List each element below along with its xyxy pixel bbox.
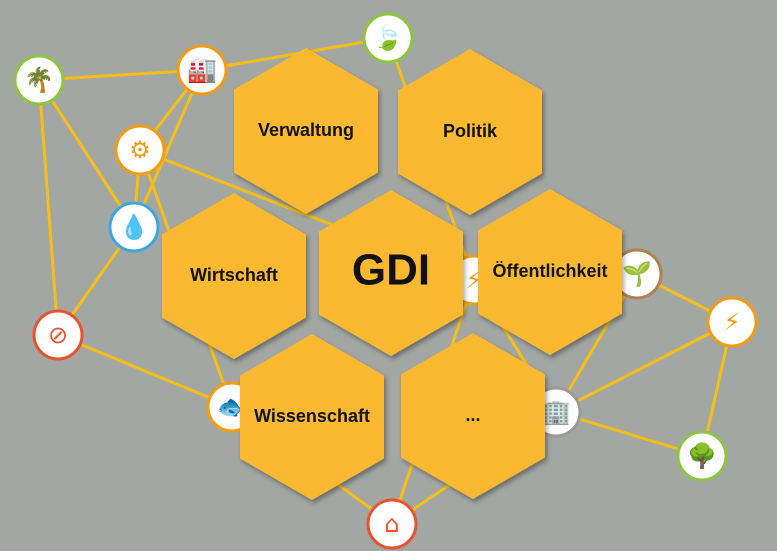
- hexagon-shape: [240, 334, 384, 500]
- hexagon-wissenschaft[interactable]: Wissenschaft: [240, 334, 384, 500]
- forest-icon: 🌴: [13, 54, 65, 106]
- settlement-icon: ⌂: [366, 498, 418, 550]
- connector-line: [554, 273, 639, 413]
- hexagon-label: ...: [465, 405, 480, 425]
- soil-plant-icon: 🌱: [611, 248, 663, 300]
- water-drop-icon-glyph: 💧: [119, 213, 149, 241]
- hexagon-shape: [398, 49, 542, 215]
- tree-field-icon-glyph: 🌳: [687, 441, 717, 470]
- hexagon-wirtschaft[interactable]: Wirtschaft: [162, 193, 306, 359]
- forest-icon-glyph: 🌴: [24, 66, 54, 94]
- water-drop-icon: 💧: [108, 201, 160, 253]
- power-tower-icon-glyph: ⚡: [724, 308, 741, 336]
- hexagon-verwaltung[interactable]: Verwaltung: [234, 48, 378, 214]
- hexagon-shape: [162, 193, 306, 359]
- hexagon-label: Wirtschaft: [190, 265, 278, 285]
- industry-icon: ⚙: [114, 124, 166, 176]
- icon-nodes: 🌴🏭💧⊘🐟🍃⚙⚡⌂🏢🌱⚡🌳: [13, 12, 758, 550]
- connector-line: [38, 68, 203, 82]
- connector-line: [57, 333, 233, 409]
- factory-icon: 🏭: [176, 44, 228, 96]
- leaf-icon-glyph: 🍃: [373, 23, 403, 52]
- industry-icon-glyph: ⚙: [129, 136, 151, 164]
- hexagon-öffentlichkeit[interactable]: Öffentlichkeit: [478, 189, 622, 355]
- connector-line: [555, 320, 733, 414]
- connector-line: [201, 36, 389, 72]
- connector-line: [132, 69, 204, 228]
- hexagon-label: Verwaltung: [258, 120, 354, 140]
- tree-field-icon: 🌳: [676, 430, 728, 482]
- hexagon-more[interactable]: ...: [401, 333, 545, 499]
- buildings-icon-glyph: 🏢: [541, 398, 571, 426]
- factory-icon-glyph: 🏭: [187, 56, 217, 84]
- hexagon-shape: [401, 333, 545, 499]
- protected-area-icon: ⊘: [32, 309, 84, 361]
- connector-line: [37, 79, 136, 228]
- leaf-icon: 🍃: [362, 12, 414, 64]
- connector-line: [37, 79, 60, 336]
- hexagon-shape: [319, 190, 463, 356]
- hexagon-label: Politik: [443, 121, 498, 141]
- power-tower-icon: ⚡: [706, 296, 758, 348]
- hexagon-label: GDI: [352, 246, 430, 295]
- hexagon-label: Wissenschaft: [254, 406, 370, 426]
- settlement-icon-glyph: ⌂: [384, 510, 399, 538]
- hexagon-shape: [234, 48, 378, 214]
- hexagon-politik[interactable]: Politik: [398, 49, 542, 215]
- protected-area-icon-glyph: ⊘: [48, 321, 68, 349]
- hexagon-label: Öffentlichkeit: [492, 261, 607, 281]
- soil-plant-icon-glyph: 🌱: [622, 260, 652, 288]
- hexagon-shape: [478, 189, 622, 355]
- hexagon-gdi[interactable]: GDI: [319, 190, 463, 356]
